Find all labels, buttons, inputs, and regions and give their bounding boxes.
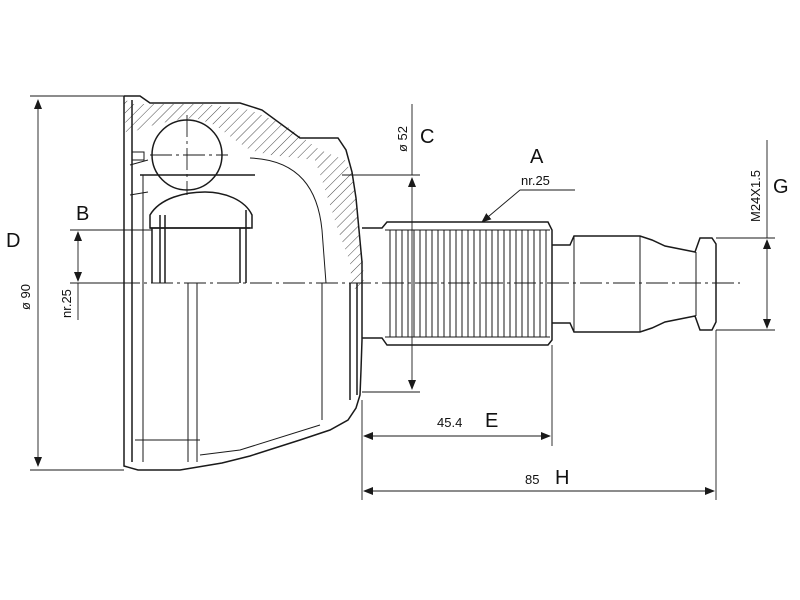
threaded-stub [551, 235, 717, 333]
dimension-inner-spline: nr.25 B [59, 203, 152, 320]
label-g: G [773, 176, 789, 198]
outer-diameter-value: ø 90 [18, 284, 33, 310]
label-a: A [530, 146, 544, 168]
thread-value: M24X1.5 [748, 170, 763, 222]
spline-length-value: 45.4 [437, 415, 462, 430]
spline-shaft [362, 221, 553, 346]
label-d: D [6, 230, 20, 252]
ball-and-cage [129, 115, 255, 283]
label-b: B [76, 203, 89, 225]
dimension-thread: M24X1.5 G [716, 140, 789, 331]
dimension-bore: ø 52 C [342, 104, 434, 393]
label-c: C [420, 126, 434, 148]
label-h: H [555, 467, 569, 489]
dimension-spline-length: 45.4 E [361, 345, 553, 500]
dimension-total-length: 85 H [363, 330, 717, 500]
label-e: E [485, 410, 498, 432]
total-length-value: 85 [525, 472, 539, 487]
dimension-outer-spline: nr.25 A [481, 146, 575, 223]
bore-diameter-value: ø 52 [395, 126, 410, 152]
inner-spline-value: nr.25 [59, 289, 74, 318]
housing-section-hatch [124, 97, 364, 289]
dimension-outer-diameter: ø 90 D [6, 95, 124, 471]
outer-spline-value: nr.25 [521, 173, 550, 188]
